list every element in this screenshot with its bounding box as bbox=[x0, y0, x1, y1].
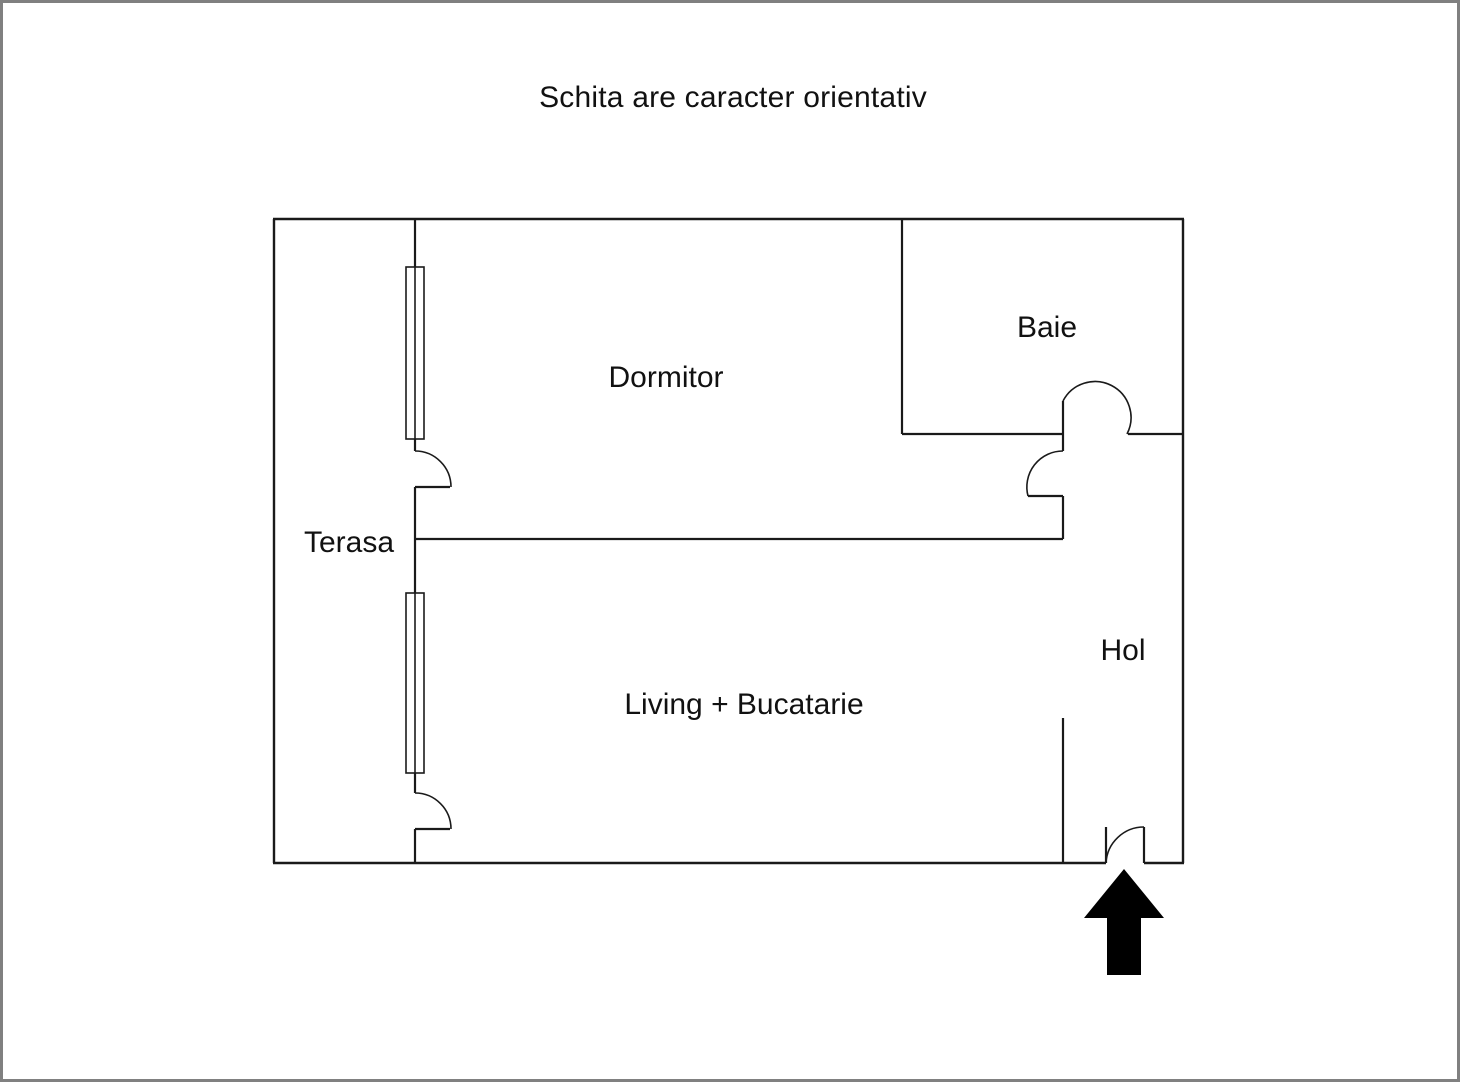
room-label-hol: Hol bbox=[1100, 634, 1145, 667]
entrance-arrow-shape bbox=[1084, 869, 1164, 975]
page-title: Schita are caracter orientativ bbox=[539, 81, 927, 114]
room-label-baie: Baie bbox=[1017, 311, 1077, 344]
room-label-living-bucatarie: Living + Bucatarie bbox=[624, 688, 863, 721]
floor-plan-drawing: Dormitor Baie Terasa Living + Bucatarie … bbox=[272, 217, 1185, 975]
window-dormitor bbox=[405, 266, 425, 440]
room-label-dormitor: Dormitor bbox=[608, 361, 723, 394]
door-living-terasa-arc bbox=[414, 792, 452, 830]
door-hol-living-arc bbox=[1026, 450, 1064, 497]
door-entrance-arc bbox=[1105, 826, 1145, 864]
interior-walls bbox=[413, 219, 1184, 863]
door-baie-arc bbox=[1062, 380, 1132, 435]
entrance-arrow bbox=[1084, 869, 1164, 975]
door-dormitor-terasa-arc bbox=[414, 450, 452, 488]
door-arcs bbox=[414, 380, 1145, 864]
outer-walls bbox=[272, 217, 1185, 865]
room-label-terasa: Terasa bbox=[304, 526, 394, 559]
window-living bbox=[405, 592, 425, 774]
